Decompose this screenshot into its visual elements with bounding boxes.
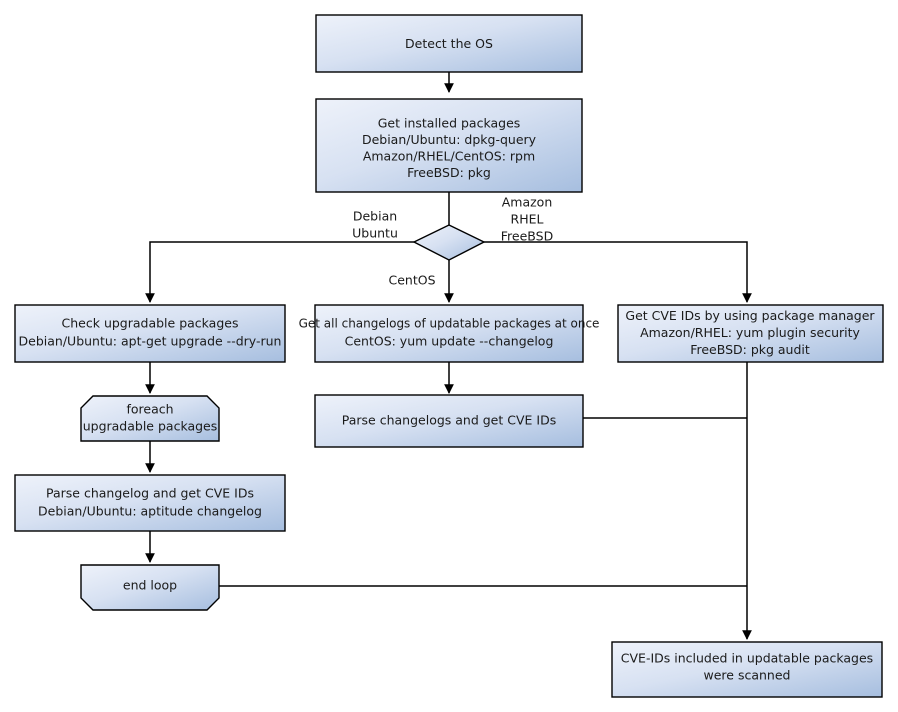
node-get-installed-packages[interactable]: Get installed packages Debian/Ubuntu: dp…: [315, 98, 583, 193]
node-get-all-changelogs-line1: Get all changelogs of updatable packages…: [299, 317, 600, 331]
edge-label-amazon-rhel-freebsd-line3: FreeBSD: [501, 229, 553, 244]
node-os-decision[interactable]: [412, 224, 486, 261]
node-detect-os-line1: Detect the OS: [405, 36, 493, 51]
node-foreach-loop-start-line2: upgradable packages: [83, 419, 218, 434]
node-check-upgradable-packages-line1: Check upgradable packages: [62, 316, 239, 331]
node-scan-complete-shape: [611, 641, 883, 698]
node-parse-changelogs-cve-shape: [314, 394, 584, 448]
node-get-installed-packages-line1: Get installed packages: [378, 116, 521, 131]
node-scan-complete[interactable]: CVE-IDs included in updatable packages w…: [611, 641, 883, 698]
node-end-loop[interactable]: end loop: [80, 564, 220, 611]
node-detect-os-shape: [315, 14, 583, 73]
edge-labels-layer: Debian Ubuntu Amazon RHEL FreeBSD CentOS: [352, 195, 553, 288]
edge-label-centos: CentOS: [388, 273, 435, 288]
edge-label-debian-ubuntu-line1: Debian: [353, 209, 397, 224]
node-detect-os[interactable]: Detect the OS: [315, 14, 583, 73]
node-foreach-loop-start-shape: [80, 395, 220, 442]
node-get-cve-ids-package-manager[interactable]: Get CVE IDs by using package manager Ama…: [617, 304, 884, 363]
node-os-decision-shape: [412, 224, 486, 261]
node-parse-changelog-cve-debian[interactable]: Parse changelog and get CVE IDs Debian/U…: [14, 474, 286, 532]
edge-decision-to-check-upgradable: [145, 241, 414, 303]
edge-label-debian-ubuntu-line2: Ubuntu: [352, 226, 398, 241]
node-end-loop-line1: end loop: [123, 578, 177, 593]
node-get-installed-packages-line3: Amazon/RHEL/CentOS: rpm: [363, 149, 535, 164]
node-scan-complete-line1: CVE-IDs included in updatable packages: [621, 651, 873, 666]
edge-label-amazon-rhel-freebsd-line2: RHEL: [511, 212, 544, 227]
node-get-installed-packages-line2: Debian/Ubuntu: dpkg-query: [362, 132, 537, 147]
node-get-installed-packages-shape: [315, 98, 583, 193]
node-get-all-changelogs-line2: CentOS: yum update --changelog: [345, 334, 554, 349]
node-foreach-loop-start[interactable]: foreach upgradable packages: [80, 395, 220, 442]
node-get-cve-ids-package-manager-line2: Amazon/RHEL: yum plugin security: [640, 325, 860, 340]
node-parse-changelog-cve-debian-line2: Debian/Ubuntu: aptitude changelog: [38, 504, 262, 519]
node-check-upgradable-packages-shape: [14, 304, 286, 363]
node-check-upgradable-packages-line2: Debian/Ubuntu: apt-get upgrade --dry-run: [19, 334, 282, 349]
edge-decision-to-get-cve-ids: [484, 241, 752, 303]
node-parse-changelog-cve-debian-line1: Parse changelog and get CVE IDs: [46, 486, 254, 501]
node-parse-changelog-cve-debian-shape: [14, 474, 286, 532]
node-parse-changelogs-cve-line1: Parse changelogs and get CVE IDs: [342, 413, 556, 428]
node-get-all-changelogs[interactable]: Get all changelogs of updatable packages…: [299, 304, 600, 363]
node-get-installed-packages-line4: FreeBSD: pkg: [407, 165, 491, 180]
node-scan-complete-line2: were scanned: [704, 668, 791, 683]
node-end-loop-shape: [80, 564, 220, 611]
node-get-cve-ids-package-manager-line3: FreeBSD: pkg audit: [690, 342, 810, 357]
node-get-cve-ids-package-manager-line1: Get CVE IDs by using package manager: [625, 308, 875, 323]
node-check-upgradable-packages[interactable]: Check upgradable packages Debian/Ubuntu:…: [14, 304, 286, 363]
node-foreach-loop-start-line1: foreach: [126, 402, 173, 417]
edge-label-amazon-rhel-freebsd-line1: Amazon: [502, 195, 553, 210]
node-get-cve-ids-package-manager-shape: [617, 304, 884, 363]
edges-layer: [145, 72, 752, 640]
node-parse-changelogs-cve[interactable]: Parse changelogs and get CVE IDs: [314, 394, 584, 448]
node-get-all-changelogs-shape: [314, 304, 584, 363]
